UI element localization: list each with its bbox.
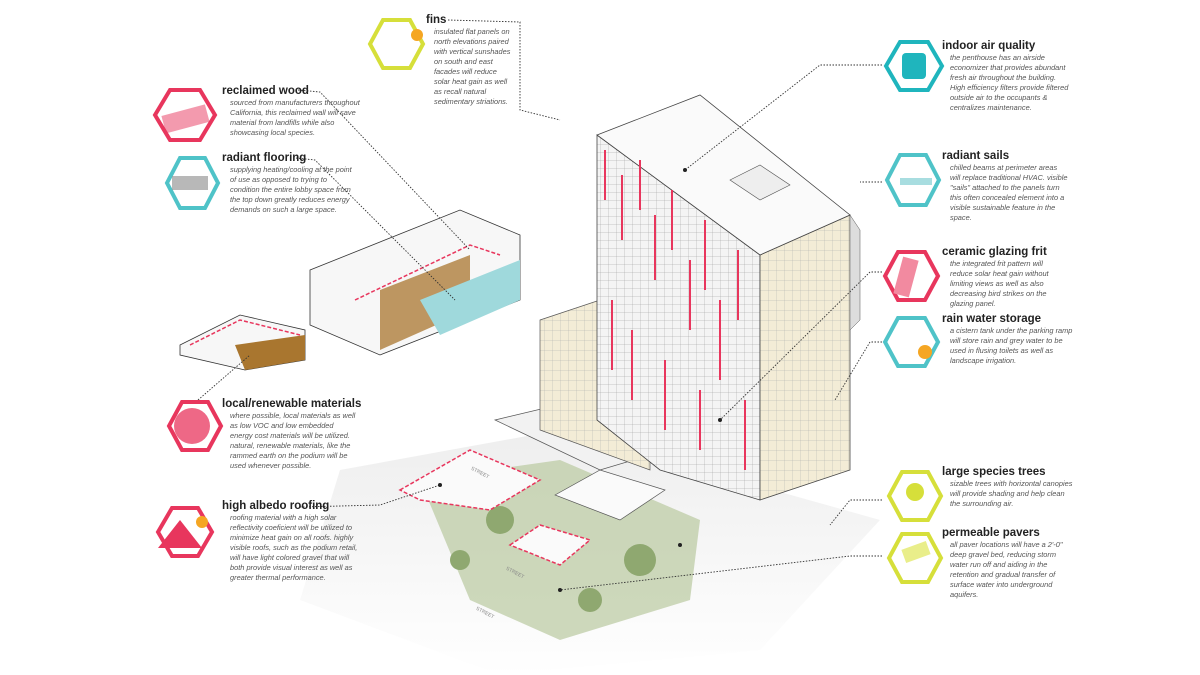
reclaimed-wood-icon — [152, 88, 218, 142]
callout-title: indoor air quality — [942, 40, 1036, 52]
callout-local-renewable-materials: local/renewable materials where possible… — [222, 398, 392, 471]
red-fins — [604, 150, 746, 470]
callout-title: ceramic glazing frit — [942, 246, 1047, 258]
callout-permeable-pavers: permeable pavers all paver locations wil… — [942, 527, 1112, 600]
permeable-pavers-icon — [886, 532, 944, 584]
callout-text: roofing material with a high solar refle… — [230, 513, 358, 582]
rammed-earth-icon — [166, 400, 224, 452]
rain-water-icon — [882, 316, 941, 368]
callout-text: the penthouse has an airside economizer … — [950, 53, 1069, 112]
callout-title: radiant flooring — [222, 152, 307, 164]
leader-lines — [197, 19, 882, 591]
callout-text: the integrated frit pattern will reduce … — [950, 259, 1049, 308]
lobby-cutaway — [309, 209, 521, 356]
reclaimed-wood-glyph — [161, 104, 210, 134]
tower-east-upper — [849, 214, 861, 331]
callout-radiant-flooring: radiant flooring supplying heating/cooli… — [222, 152, 392, 215]
callout-radiant-sails: radiant sails chilled beams at perimeter… — [942, 150, 1112, 223]
callout-text: supplying heating/cooling at the point o… — [230, 165, 352, 214]
tower-south-face — [759, 214, 851, 501]
callout-high-albedo-roofing: high albedo roofing roofing material wit… — [222, 500, 392, 583]
callout-text: where possible, local materials as well … — [230, 411, 356, 470]
radiant-sails-icon — [884, 153, 942, 207]
callout-reclaimed-wood: reclaimed wood sourced from manufacturer… — [222, 85, 392, 138]
fins-sun-icon — [367, 18, 426, 70]
radiant-flooring-icon — [164, 156, 221, 210]
callout-text: chilled beams at perimeter areas will re… — [950, 163, 1068, 222]
callout-rain-water-storage: rain water storage a cistern tank under … — [942, 313, 1112, 366]
callout-indoor-air-quality: indoor air quality the penthouse has an … — [942, 40, 1112, 113]
reclaimed-wall-cutaway — [179, 314, 306, 371]
air-flow-icon — [883, 40, 945, 92]
callout-large-species-trees: large species trees sizable trees with h… — [942, 466, 1112, 509]
callout-text: all paver locations will have a 2'-0" de… — [950, 540, 1063, 599]
callout-text: sizable trees with horizontal canopies w… — [950, 479, 1073, 508]
callout-title: fins — [426, 14, 447, 26]
callout-title: rain water storage — [942, 313, 1042, 325]
callout-title: reclaimed wood — [222, 85, 309, 97]
penthouse — [729, 164, 791, 201]
callout-text: insulated flat panels on north elevation… — [434, 27, 511, 106]
callout-text: a cistern tank under the parking ramp wi… — [950, 326, 1073, 365]
callout-ceramic-glazing-frit: ceramic glazing frit the integrated frit… — [942, 246, 1112, 309]
callout-title: permeable pavers — [942, 527, 1040, 539]
roof-sun-icon — [155, 506, 215, 558]
tree-cycle-icon — [886, 470, 944, 522]
callout-title: high albedo roofing — [222, 500, 330, 512]
callout-title: radiant sails — [942, 150, 1010, 162]
callout-title: local/renewable materials — [222, 398, 362, 410]
retail-roof-1 — [398, 449, 542, 511]
callout-title: large species trees — [942, 466, 1046, 478]
callout-fins: fins insulated flat panels on north elev… — [426, 14, 596, 107]
callout-text: sourced from manufacturers throughout Ca… — [230, 98, 360, 137]
retail-roof-3 — [508, 524, 592, 566]
hex-icons — [152, 18, 945, 584]
glazing-frit-icon — [882, 250, 941, 302]
retail-roof-2 — [554, 469, 666, 521]
